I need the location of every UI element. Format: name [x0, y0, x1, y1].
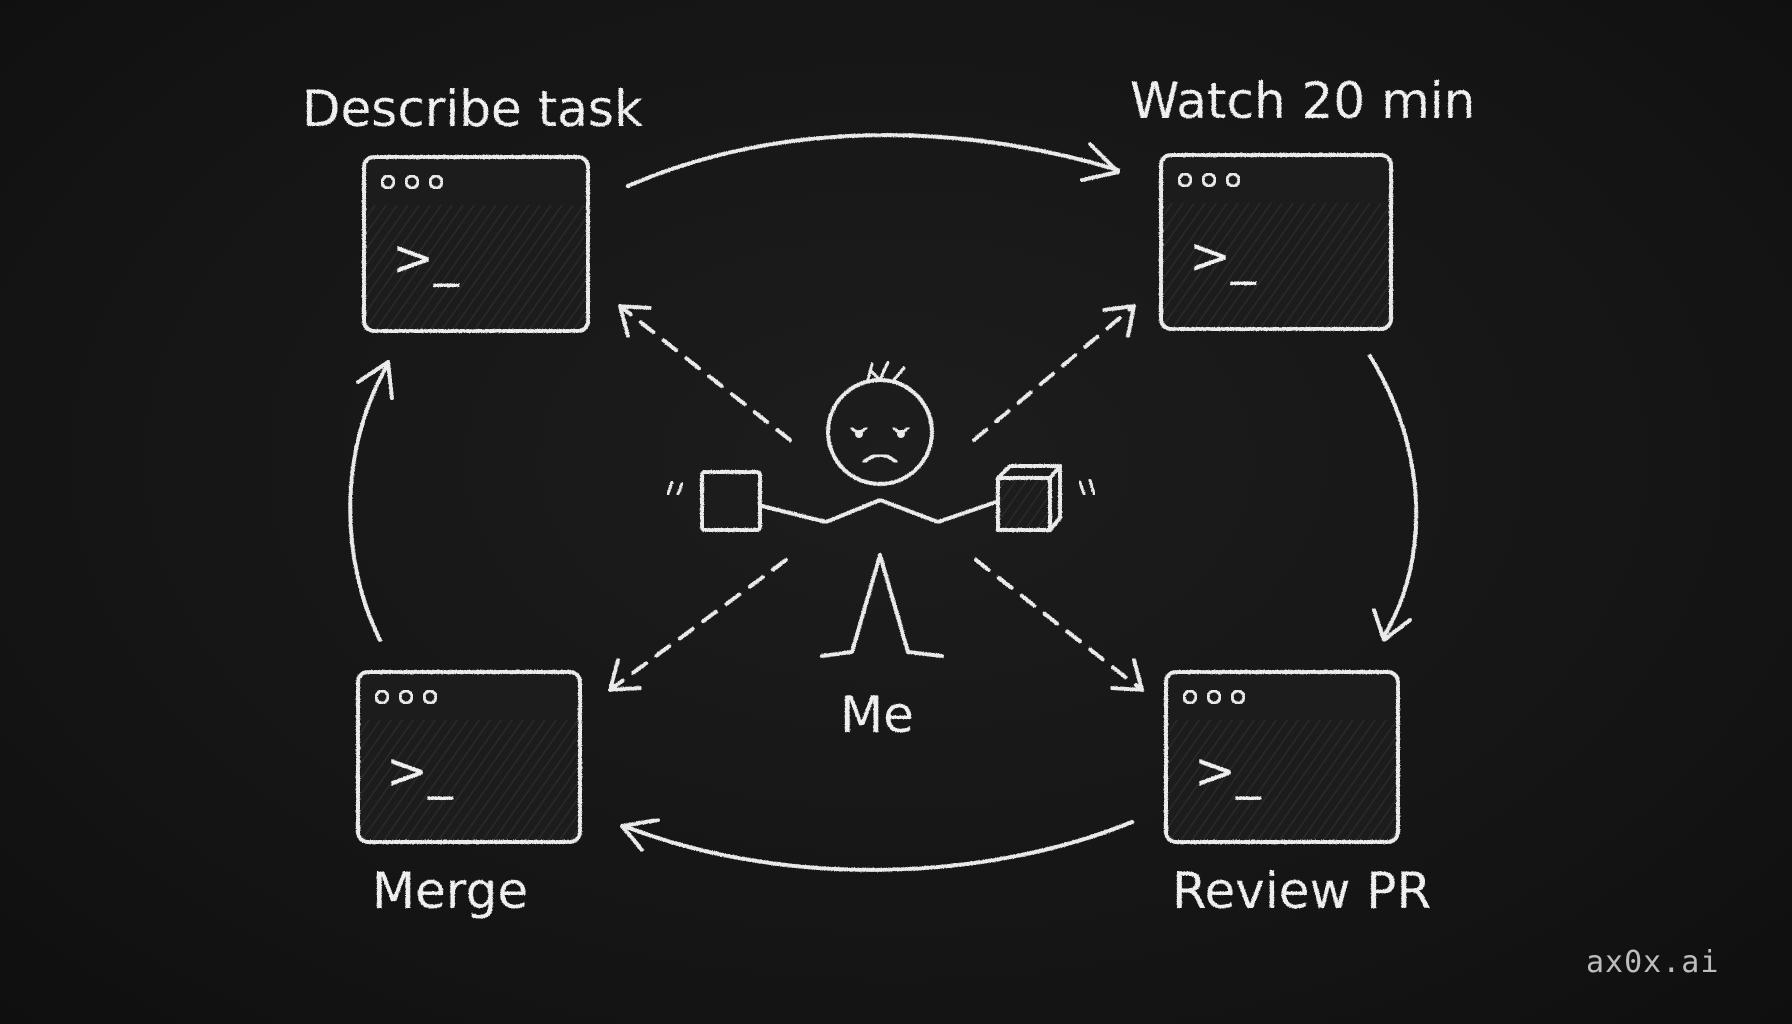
arrow-describe-to-watch — [626, 133, 1120, 188]
terminal-prompt: >_ — [392, 229, 460, 287]
step-label-watch: Watch 20 min — [1130, 72, 1475, 130]
terminal-prompt: >_ — [1194, 742, 1262, 800]
arrow-watch-to-review — [1368, 354, 1419, 642]
step-label-review: Review PR — [1172, 862, 1431, 920]
terminal-window-icon: >_ — [1164, 670, 1400, 844]
step-label-merge: Merge — [372, 862, 528, 920]
step-label-describe: Describe task — [302, 80, 643, 138]
dashed-arrow-to-review — [974, 558, 1144, 692]
arrow-review-to-merge — [620, 818, 1134, 872]
arrow-merge-to-describe — [348, 360, 394, 642]
dashed-arrow-to-watch — [972, 304, 1136, 442]
center-label: Me — [840, 686, 914, 744]
watermark: ax0x.ai — [1586, 945, 1719, 980]
terminal-prompt: >_ — [1189, 227, 1257, 285]
terminal-window-icon: >_ — [1159, 153, 1393, 331]
terminal-window-icon: >_ — [362, 155, 590, 333]
small-box-icon — [996, 464, 1096, 532]
terminal-window-icon: >_ — [356, 670, 582, 844]
small-terminal-icon — [666, 470, 762, 532]
sad-stick-figure-icon — [760, 360, 998, 658]
dashed-arrow-to-describe — [618, 304, 792, 442]
terminal-prompt: >_ — [386, 742, 454, 800]
dashed-arrow-to-merge — [608, 558, 788, 692]
